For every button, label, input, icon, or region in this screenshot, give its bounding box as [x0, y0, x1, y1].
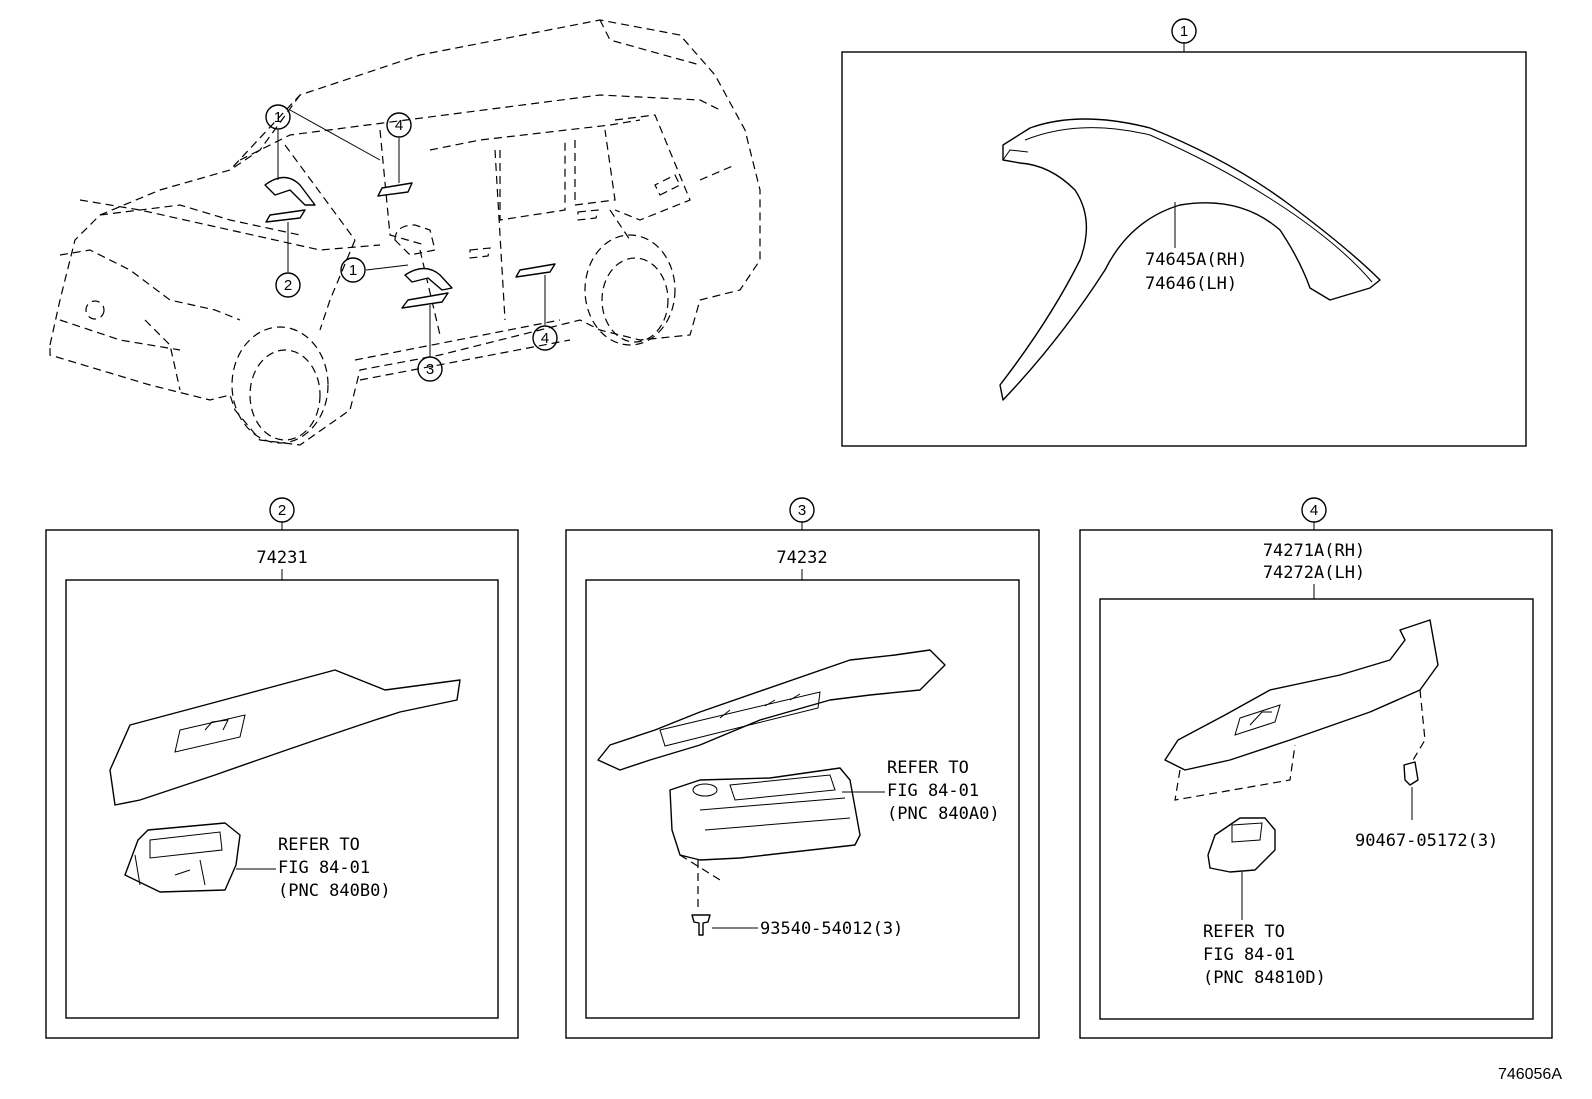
panel-1-index: 1 [1180, 23, 1188, 40]
switch-base [597, 649, 946, 771]
callout-4-a: 4 [395, 117, 403, 134]
panel-3-fastener: 93540-54012(3) [760, 919, 903, 939]
panel-2-index: 2 [278, 502, 286, 519]
panel-3-refer-line1: REFER TO [887, 758, 969, 778]
master-switch [669, 767, 861, 861]
panel-3-part-number: 74232 [776, 548, 827, 568]
panel-4-refer-line3: (PNC 84810D) [1203, 968, 1326, 988]
panel-4-part-lh: 74272A(LH) [1263, 563, 1365, 583]
panel-4-refer-line1: REFER TO [1203, 922, 1285, 942]
callout-4-b: 4 [541, 330, 549, 347]
pillar-garnish [999, 118, 1381, 401]
panel-2-part-number: 74231 [256, 548, 307, 568]
callout-1-b: 1 [349, 262, 357, 279]
figure-id: 746056A [1498, 1066, 1562, 1083]
screw [691, 914, 711, 936]
panel-2-refer-line3: (PNC 840B0) [278, 881, 391, 901]
switch-base [109, 669, 461, 806]
panel-4-part-rh: 74271A(RH) [1263, 541, 1365, 561]
panel-2-refer-line2: FIG 84-01 [278, 858, 370, 878]
panel-2: 2 74231 REFER TO FIG 84-01 (PNC 840B0) [45, 497, 519, 1039]
panel-3: 3 74232 REFER TO FIG 84-01 (PNC 840A0) 9… [565, 497, 1040, 1039]
window-switch [1207, 817, 1276, 873]
panel-4-index: 4 [1310, 502, 1318, 519]
clip [1403, 761, 1419, 786]
switch-base [1164, 619, 1439, 771]
panel-1: 1 74645A(RH) 74646(LH) [841, 18, 1527, 447]
panel-2-refer-line1: REFER TO [278, 835, 360, 855]
panel-3-index: 3 [798, 502, 806, 519]
panel-3-refer-line3: (PNC 840A0) [887, 804, 1000, 824]
panel-4: 4 74271A(RH) 74272A(LH) 90467-05172(3) R… [1079, 497, 1553, 1039]
panel-4-refer-line2: FIG 84-01 [1203, 945, 1295, 965]
callout-3: 3 [426, 361, 434, 378]
callout-1-a: 1 [274, 109, 282, 126]
panel-1-part-lh: 74646(LH) [1145, 274, 1237, 294]
vehicle-overview: 1 2 1 3 4 4 [49, 19, 761, 446]
panel-3-refer-line2: FIG 84-01 [887, 781, 979, 801]
callout-2: 2 [284, 277, 292, 294]
panel-4-fastener: 90467-05172(3) [1355, 831, 1498, 851]
panel-1-part-rh: 74645A(RH) [1145, 250, 1247, 270]
window-switch [124, 822, 241, 893]
